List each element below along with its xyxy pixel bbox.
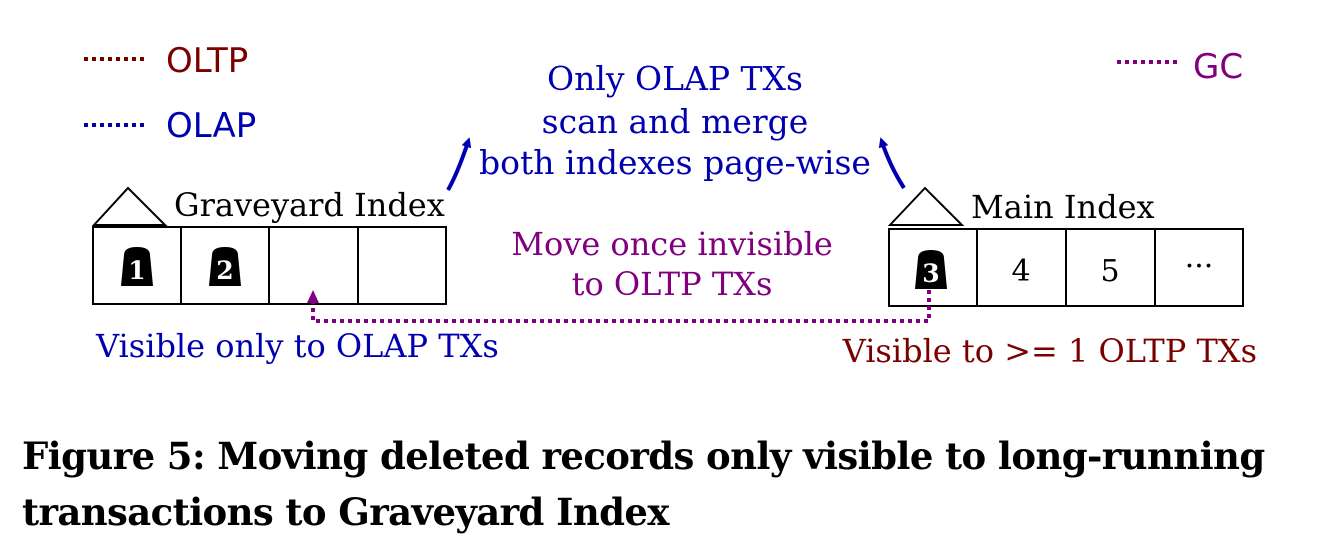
main-slot-1: 3 [922,259,939,288]
visible-oltp-label: Visible to >= 1 OLTP TXs [842,332,1257,370]
olap-scan-line-3: both indexes page-wise [479,143,871,182]
olap-scan-note: Only OLAP TXs scan and merge both indexe… [479,59,871,182]
graveyard-slot-1: 1 [128,256,145,285]
olap-arrow-left [446,137,472,191]
graveyard-index-tree-icon [91,186,168,226]
main-index-tree-icon [887,186,965,226]
legend-oltp-label: OLTP [166,41,248,81]
tombstone-icon [121,247,153,286]
figure-caption: Figure 5: Moving deleted records only vi… [22,428,1332,540]
visible-olap-label: Visible only to OLAP TXs [95,327,499,365]
tombstone-icon [915,250,947,289]
main-index-label: Main Index [971,188,1155,226]
gc-move-arrow [307,290,931,323]
main-slot-3: 5 [1100,254,1119,289]
caption-line-2: transactions to Graveyard Index [22,490,669,534]
olap-scan-line-1: Only OLAP TXs [547,59,803,98]
main-slot-2: 4 [1011,254,1030,289]
olap-scan-line-2: scan and merge [542,102,809,141]
graveyard-index-page: 1 2 [92,226,447,305]
caption-line-1: Figure 5: Moving deleted records only vi… [22,434,1265,478]
main-slot-4: ··· [1185,249,1214,284]
graveyard-index-label: Graveyard Index [174,186,445,224]
olap-arrow-right [878,137,906,190]
legend-gc-label: GC [1193,47,1243,87]
move-note: Move once invisible to OLTP TXs [511,225,833,303]
diagram-canvas: OLTP OLAP GC Only OLAP TXs scan and merg… [84,41,1257,370]
graveyard-slot-2: 2 [216,256,233,285]
move-line-2: to OLTP TXs [572,265,773,303]
main-index-page: 3 4 5 ··· [888,228,1244,307]
move-line-1: Move once invisible [511,225,833,263]
legend-olap-label: OLAP [166,106,256,146]
tombstone-icon [209,247,241,286]
